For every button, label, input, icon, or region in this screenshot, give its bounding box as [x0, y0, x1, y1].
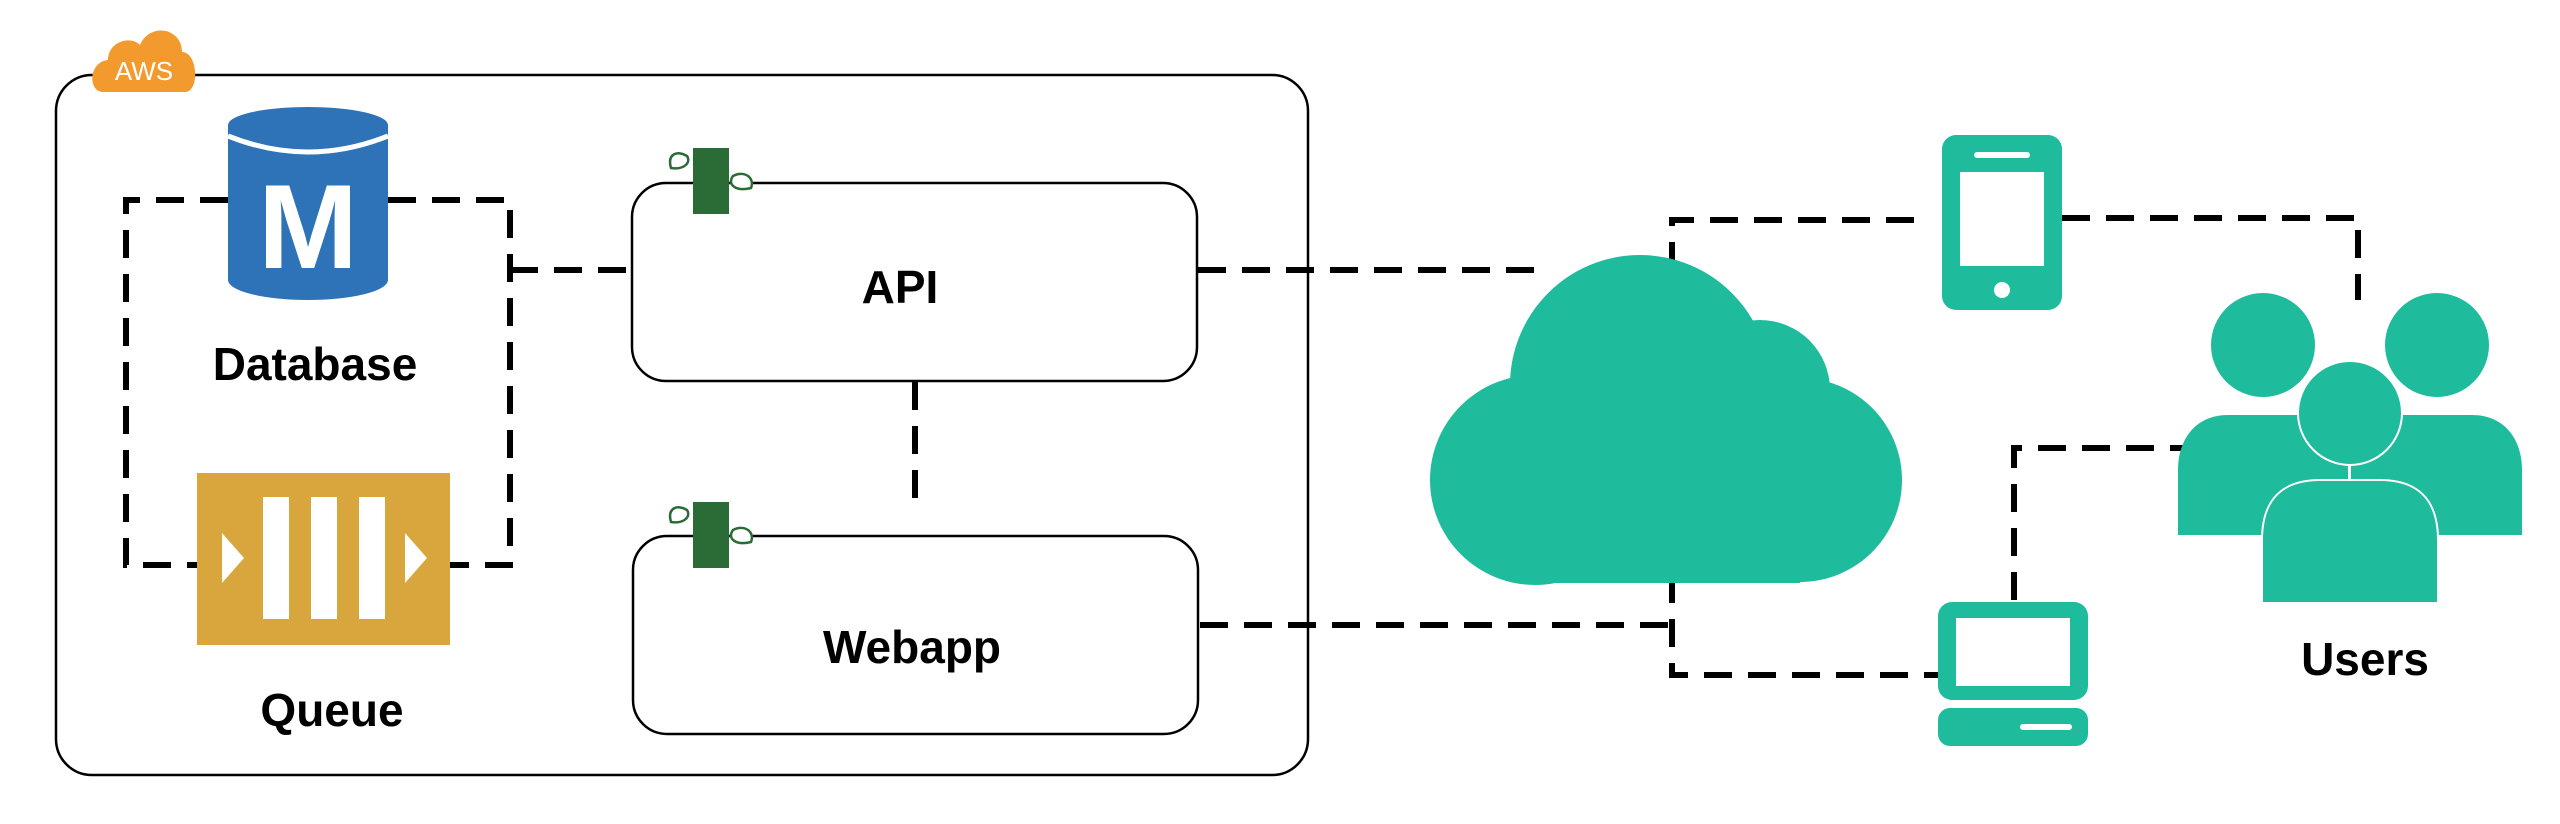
connection-internet-to-laptop — [1669, 575, 1945, 678]
svg-text:M: M — [258, 160, 358, 294]
internet-cloud-icon — [1430, 255, 1902, 585]
laptop-icon — [1938, 602, 2088, 746]
api-box[interactable] — [630, 181, 1199, 383]
connection-laptop-to-users — [2011, 445, 2190, 600]
webapp-label: Webapp — [823, 621, 1001, 673]
connection-mobile-to-users — [2062, 215, 2361, 300]
mobile-phone-icon — [1942, 135, 2062, 310]
users-label: Users — [2301, 633, 2429, 685]
connection-database-right — [388, 197, 513, 568]
connection-internet-to-mobile — [1669, 217, 1928, 270]
queue-label: Queue — [260, 684, 403, 736]
api-label: API — [862, 261, 939, 313]
connections — [123, 197, 2361, 678]
spring-leaf-icon — [668, 148, 754, 214]
users-group-icon — [2178, 293, 2522, 604]
database-label: Database — [213, 338, 418, 390]
webapp-box[interactable] — [631, 534, 1200, 736]
queue-icon — [197, 473, 450, 645]
database-m-icon: M — [227, 107, 389, 300]
aws-cloud-icon: AWS — [92, 30, 196, 92]
aws-group-box — [54, 73, 1310, 777]
aws-badge-label: AWS — [115, 56, 173, 86]
spring-leaf-icon — [668, 502, 754, 568]
connection-database-loop-left — [123, 197, 228, 568]
